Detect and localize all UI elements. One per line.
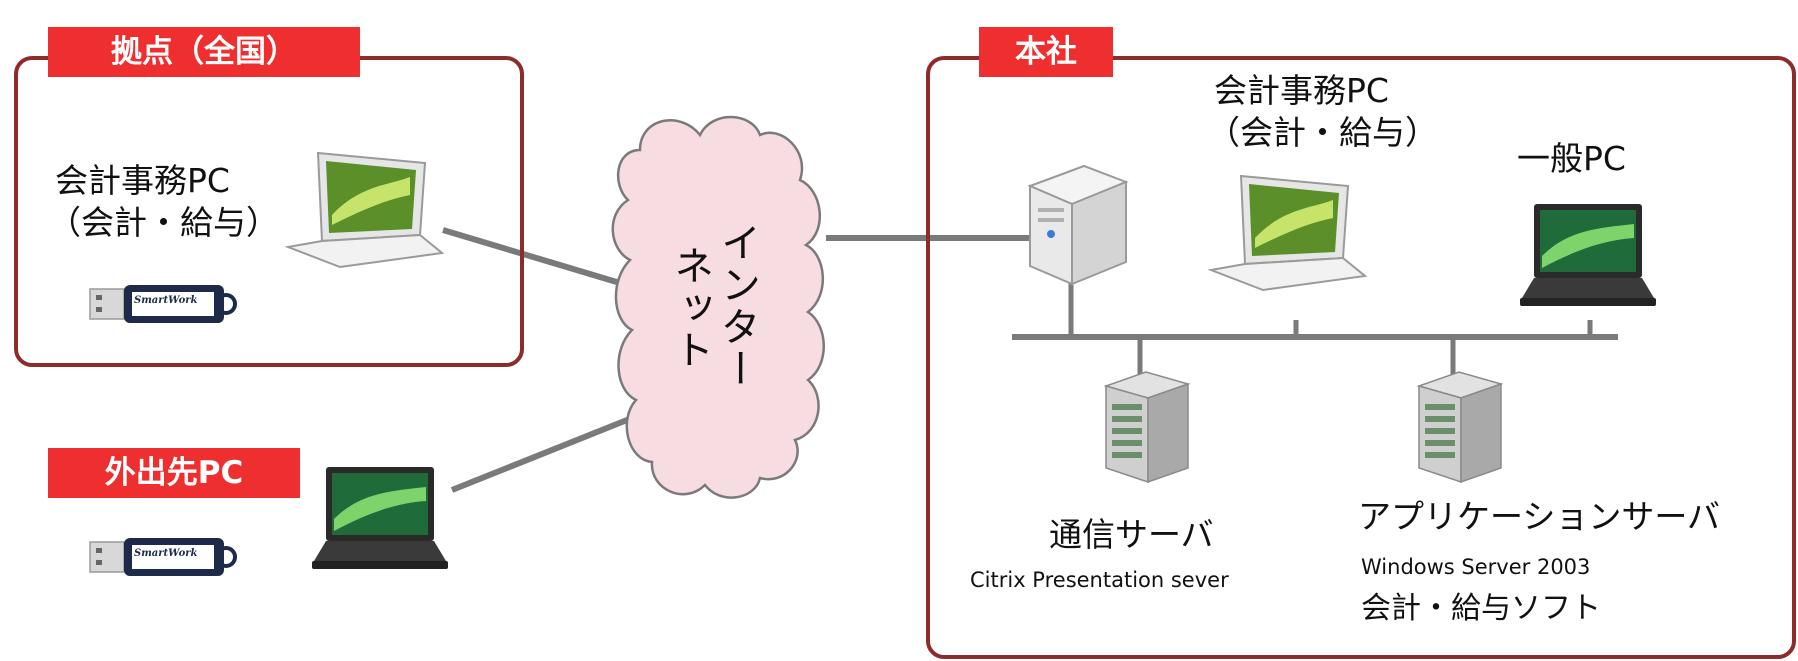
hq-tag: 本社: [979, 27, 1113, 77]
tower-server-icon: [1027, 164, 1129, 286]
rack-server-icon: [1103, 371, 1191, 484]
app-server-detail: 会計・給与ソフト: [1361, 591, 1601, 626]
branch-token-text: SmartWork: [134, 295, 198, 306]
app-server-title: アプリケーションサーバ: [1358, 497, 1721, 536]
hq-frame: [926, 56, 1796, 659]
rack-server-icon: [1416, 371, 1504, 484]
white-laptop-icon: [284, 151, 445, 269]
comm-server-subtitle: Citrix Presentation sever: [970, 568, 1229, 592]
usb-token-icon: [89, 285, 237, 323]
internet-label-col2: ネット: [667, 245, 713, 371]
hq-pc-label-line2: （会計・給与）: [1207, 113, 1438, 152]
branch-tag: 拠点（全国）: [48, 27, 360, 77]
app-server-subtitle: Windows Server 2003: [1361, 555, 1591, 579]
mobile-link-line: [450, 415, 634, 493]
general-pc-label: 一般PC: [1517, 139, 1626, 178]
hq-pc-label-line1: 会計事務PC: [1214, 71, 1389, 110]
mobile-tag: 外出先PC: [48, 448, 300, 498]
white-laptop-icon: [1207, 174, 1368, 292]
branch-link-line: [442, 227, 631, 289]
internet-cloud: [611, 115, 825, 499]
comm-server-title: 通信サーバ: [1049, 515, 1214, 554]
internet-label-col1: インター: [714, 222, 760, 390]
usb-token-icon: [89, 538, 237, 576]
dark-laptop-icon: [312, 467, 448, 569]
mobile-token-text: SmartWork: [134, 548, 198, 559]
branch-pc-label-line1: 会計事務PC: [55, 161, 230, 200]
dark-laptop-icon: [1520, 204, 1656, 306]
branch-pc-label-line2: （会計・給与）: [48, 203, 279, 242]
